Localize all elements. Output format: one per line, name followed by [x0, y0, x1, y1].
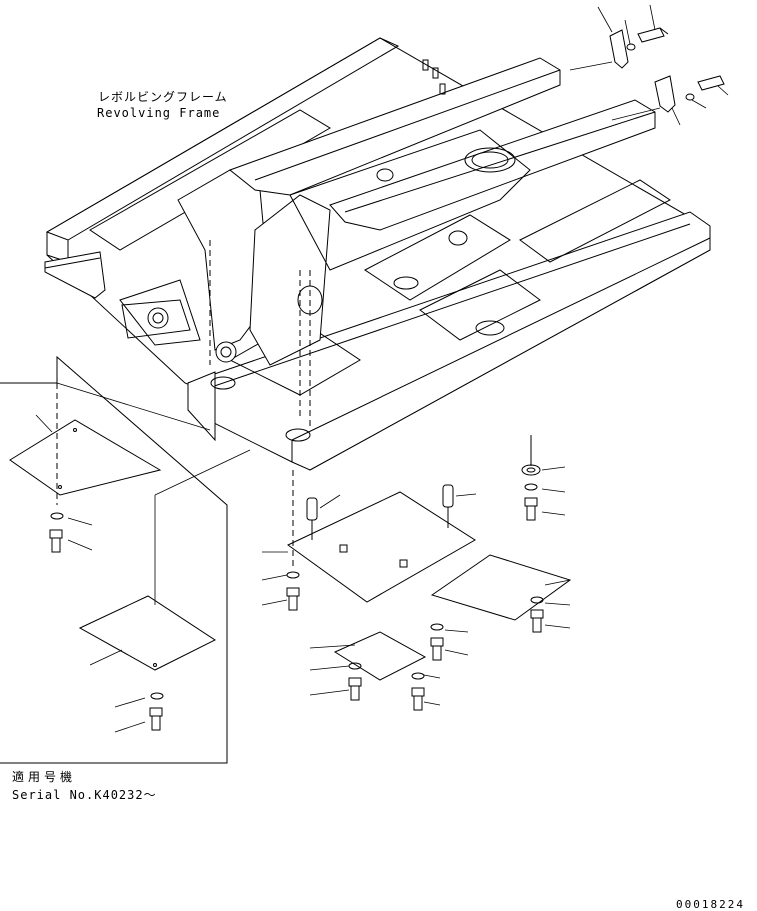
serial-number-label: Serial No.K40232～ [12, 788, 157, 802]
drawing-number: 00018224 [676, 898, 745, 911]
lower-cover-plates [261, 435, 572, 711]
revolving-frame [44, 37, 711, 471]
serial-label-japanese: 適用号機 [12, 770, 77, 784]
frame-label-english: Revolving Frame [97, 106, 221, 120]
serial-inset-box [0, 355, 251, 764]
bracket-assembly-upper [569, 4, 729, 126]
frame-label-japanese: レボルビングフレーム [98, 90, 228, 104]
